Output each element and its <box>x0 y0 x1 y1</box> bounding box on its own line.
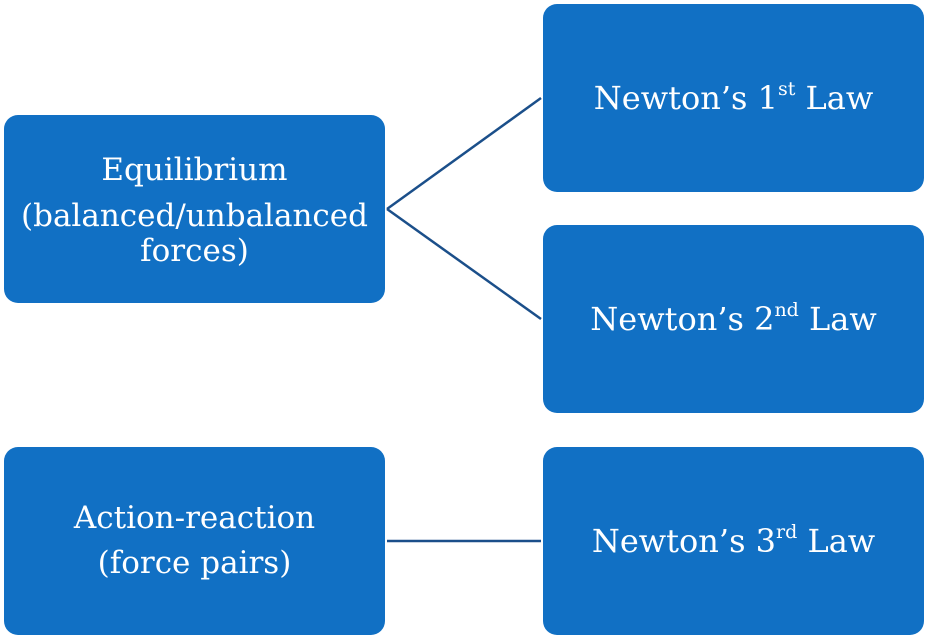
newtons-third-law-label: Newton’s 3rd Law <box>592 522 875 560</box>
law2-ordinal: nd <box>774 299 799 322</box>
law1-ordinal: st <box>777 78 796 101</box>
equilibrium-title: Equilibrium <box>101 151 288 188</box>
equilibrium-subtitle-line1: (balanced/unbalanced <box>21 197 368 234</box>
connector-equilibrium-to-law2 <box>386 207 542 321</box>
action-reaction-text: Action-reaction (force pairs) <box>74 496 315 586</box>
newtons-first-law-box: Newton’s 1st Law <box>543 4 924 192</box>
newtons-first-law-label: Newton’s 1st Law <box>594 79 873 117</box>
connector-equilibrium-to-law1 <box>386 96 542 211</box>
law1-suffix: Law <box>795 79 874 117</box>
action-reaction-subtitle: (force pairs) <box>97 545 292 581</box>
action-reaction-box: Action-reaction (force pairs) <box>4 447 385 635</box>
law1-prefix: Newton’s 1 <box>593 79 778 117</box>
law3-prefix: Newton’s 3 <box>591 522 777 560</box>
newtons-third-law-box: Newton’s 3rd Law <box>543 447 924 635</box>
action-reaction-title: Action-reaction <box>73 500 316 537</box>
newtons-second-law-box: Newton’s 2nd Law <box>543 225 924 413</box>
law2-suffix: Law <box>798 300 877 338</box>
law2-prefix: Newton’s 2 <box>590 300 775 338</box>
law3-suffix: Law <box>797 522 876 560</box>
law3-ordinal: rd <box>776 521 798 544</box>
newtons-second-law-label: Newton’s 2nd Law <box>590 300 876 338</box>
equilibrium-box: Equilibrium (balanced/unbalanced forces) <box>4 115 385 303</box>
equilibrium-subtitle-line2: forces) <box>140 233 249 270</box>
equilibrium-text: Equilibrium (balanced/unbalanced forces) <box>21 148 368 270</box>
